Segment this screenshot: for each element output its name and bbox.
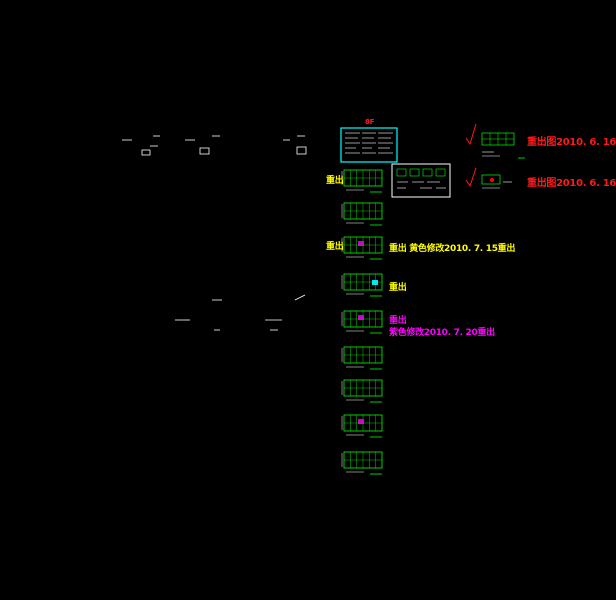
floor-plan-sheet[interactable] xyxy=(341,169,383,193)
reissue-label-2: 重出图2010. 6. 16 xyxy=(527,178,616,189)
left-elevation-drawings xyxy=(122,135,307,331)
elevation-middle-row xyxy=(175,294,306,331)
floor-plan-sheet[interactable] xyxy=(341,310,383,334)
magenta-tag: 重出 xyxy=(389,316,407,326)
index-sheet-content xyxy=(345,132,393,154)
floor-plan-sheet[interactable] xyxy=(341,414,383,438)
check-mark-icon xyxy=(465,123,477,146)
revision-highlight xyxy=(358,241,364,246)
reissued-plan-1[interactable] xyxy=(481,132,525,159)
reissue-label-1: 重出图2010. 6. 16 xyxy=(527,137,616,148)
check-mark-icon xyxy=(465,167,477,188)
floor-plan-sheet[interactable] xyxy=(341,236,383,260)
reissued-plan-2[interactable] xyxy=(481,174,512,189)
revision-highlight xyxy=(358,315,364,320)
detail-sheet[interactable] xyxy=(391,163,451,198)
detail-sheet-content xyxy=(396,168,446,189)
revision-highlight xyxy=(358,419,364,424)
yellow-revision-note: 重出 黄色修改2010. 7. 15重出 xyxy=(389,244,516,254)
reissued-plan-2-grid xyxy=(481,174,501,185)
revision-highlight xyxy=(372,280,378,285)
revision-marker xyxy=(490,178,494,182)
top-marker-label: 8F xyxy=(365,118,375,126)
elevation-top-row xyxy=(122,135,307,156)
left-tag-1: 重出 xyxy=(326,176,344,186)
yellow-tag: 重出 xyxy=(389,283,407,293)
floor-plan-sheet[interactable] xyxy=(341,346,383,370)
drawing-sheet-column xyxy=(341,169,383,475)
index-sheet-frame xyxy=(340,127,398,163)
detail-sheet-frame xyxy=(391,163,451,198)
left-tag-2: 重出 xyxy=(326,242,344,252)
floor-plan-sheet[interactable] xyxy=(341,273,383,297)
floor-plan-sheet[interactable] xyxy=(341,379,383,403)
floor-plan-sheet[interactable] xyxy=(341,451,383,475)
model-space-background xyxy=(0,0,600,600)
cad-drawing-canvas[interactable] xyxy=(0,0,600,600)
index-sheet[interactable] xyxy=(340,127,398,163)
magenta-revision-note: 紫色修改2010. 7. 20重出 xyxy=(389,328,495,338)
floor-plan-sheet[interactable] xyxy=(341,202,383,226)
